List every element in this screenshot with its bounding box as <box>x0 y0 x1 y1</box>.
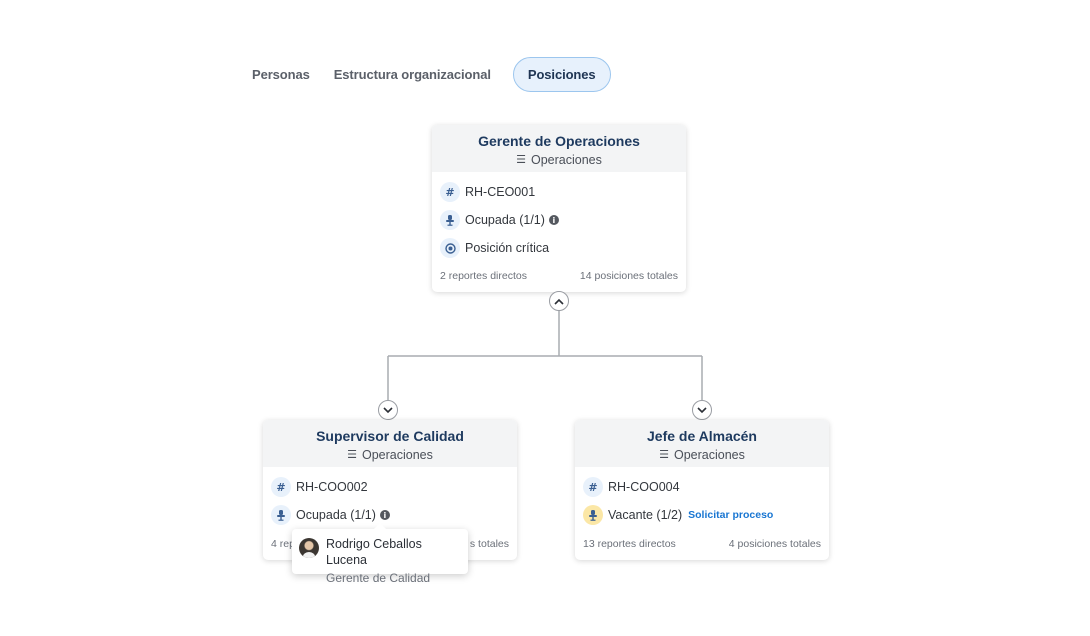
list-tree-icon: ☰ <box>516 153 526 166</box>
hash-icon: # <box>583 477 603 497</box>
list-tree-icon: ☰ <box>347 448 357 461</box>
critical-row: Posición crítica <box>440 234 678 262</box>
position-code: RH-CEO001 <box>465 185 536 199</box>
target-icon <box>440 238 460 258</box>
occupancy-status: Ocupada (1/1) <box>296 508 376 522</box>
position-code-row: # RH-CEO001 <box>440 178 678 206</box>
occupancy-row: Vacante (1/2) Solicitar proceso <box>583 501 821 529</box>
position-card-gerente-operaciones[interactable]: Gerente de Operaciones ☰ Operaciones # R… <box>432 125 686 292</box>
chevron-up-icon <box>554 298 564 305</box>
occupancy-status: Ocupada (1/1) <box>465 213 545 227</box>
occupancy-row: Ocupada (1/1) i <box>271 501 509 529</box>
direct-reports: 4 rep <box>271 538 295 550</box>
tab-posiciones[interactable]: Posiciones <box>512 56 611 92</box>
direct-reports: 13 reportes directos <box>583 538 676 550</box>
card-header: Gerente de Operaciones ☰ Operaciones <box>432 125 686 172</box>
person-seat-icon <box>440 210 460 230</box>
position-title: Jefe de Almacén <box>647 428 757 444</box>
person-seat-icon <box>583 505 603 525</box>
occupant-tooltip: Rodrigo Ceballos Lucena Gerente de Calid… <box>292 523 468 585</box>
total-positions: 4 posiciones totales <box>728 538 821 550</box>
expand-button-supervisor[interactable] <box>378 400 398 420</box>
position-code-row: # RH-COO004 <box>583 473 821 501</box>
hash-icon: # <box>440 182 460 202</box>
tab-personas[interactable]: Personas <box>252 66 310 82</box>
hash-icon: # <box>271 477 291 497</box>
critical-label: Posición crítica <box>465 241 550 255</box>
request-process-link[interactable]: Solicitar proceso <box>688 509 774 521</box>
expand-button-jefe[interactable] <box>692 400 712 420</box>
list-tree-icon: ☰ <box>659 448 669 461</box>
person-seat-icon <box>271 505 291 525</box>
collapse-button[interactable] <box>549 291 569 311</box>
chevron-down-icon <box>697 406 707 413</box>
department-label: ☰ Operaciones <box>347 448 433 462</box>
tab-bar: Personas Estructura organizacional Posic… <box>240 56 611 92</box>
card-header: Supervisor de Calidad ☰ Operaciones <box>263 420 517 467</box>
card-header: Jefe de Almacén ☰ Operaciones <box>575 420 829 467</box>
info-icon[interactable]: i <box>379 510 390 520</box>
position-card-jefe-almacen[interactable]: Jefe de Almacén ☰ Operaciones # RH-COO00… <box>575 420 829 560</box>
direct-reports: 2 reportes directos <box>440 270 527 282</box>
total-positions: s totales <box>469 538 509 550</box>
department-label: ☰ Operaciones <box>516 153 602 167</box>
chevron-down-icon <box>383 406 393 413</box>
position-code: RH-COO004 <box>608 480 680 494</box>
tab-estructura-organizacional[interactable]: Estructura organizacional <box>333 66 491 82</box>
occupant-role: Gerente de Calidad <box>326 571 431 585</box>
position-title: Gerente de Operaciones <box>478 133 640 149</box>
position-code-row: # RH-COO002 <box>271 473 509 501</box>
position-title: Supervisor de Calidad <box>316 428 464 444</box>
occupant-name: Rodrigo Ceballos Lucena <box>326 537 422 567</box>
info-icon[interactable]: i <box>548 215 559 225</box>
department-label: ☰ Operaciones <box>659 448 745 462</box>
total-positions: 14 posiciones totales <box>579 270 678 282</box>
position-code: RH-COO002 <box>296 480 368 494</box>
occupancy-row: Ocupada (1/1) i <box>440 206 678 234</box>
occupancy-status: Vacante (1/2) <box>608 508 683 522</box>
avatar <box>299 538 319 558</box>
tooltip-arrow <box>374 523 386 529</box>
